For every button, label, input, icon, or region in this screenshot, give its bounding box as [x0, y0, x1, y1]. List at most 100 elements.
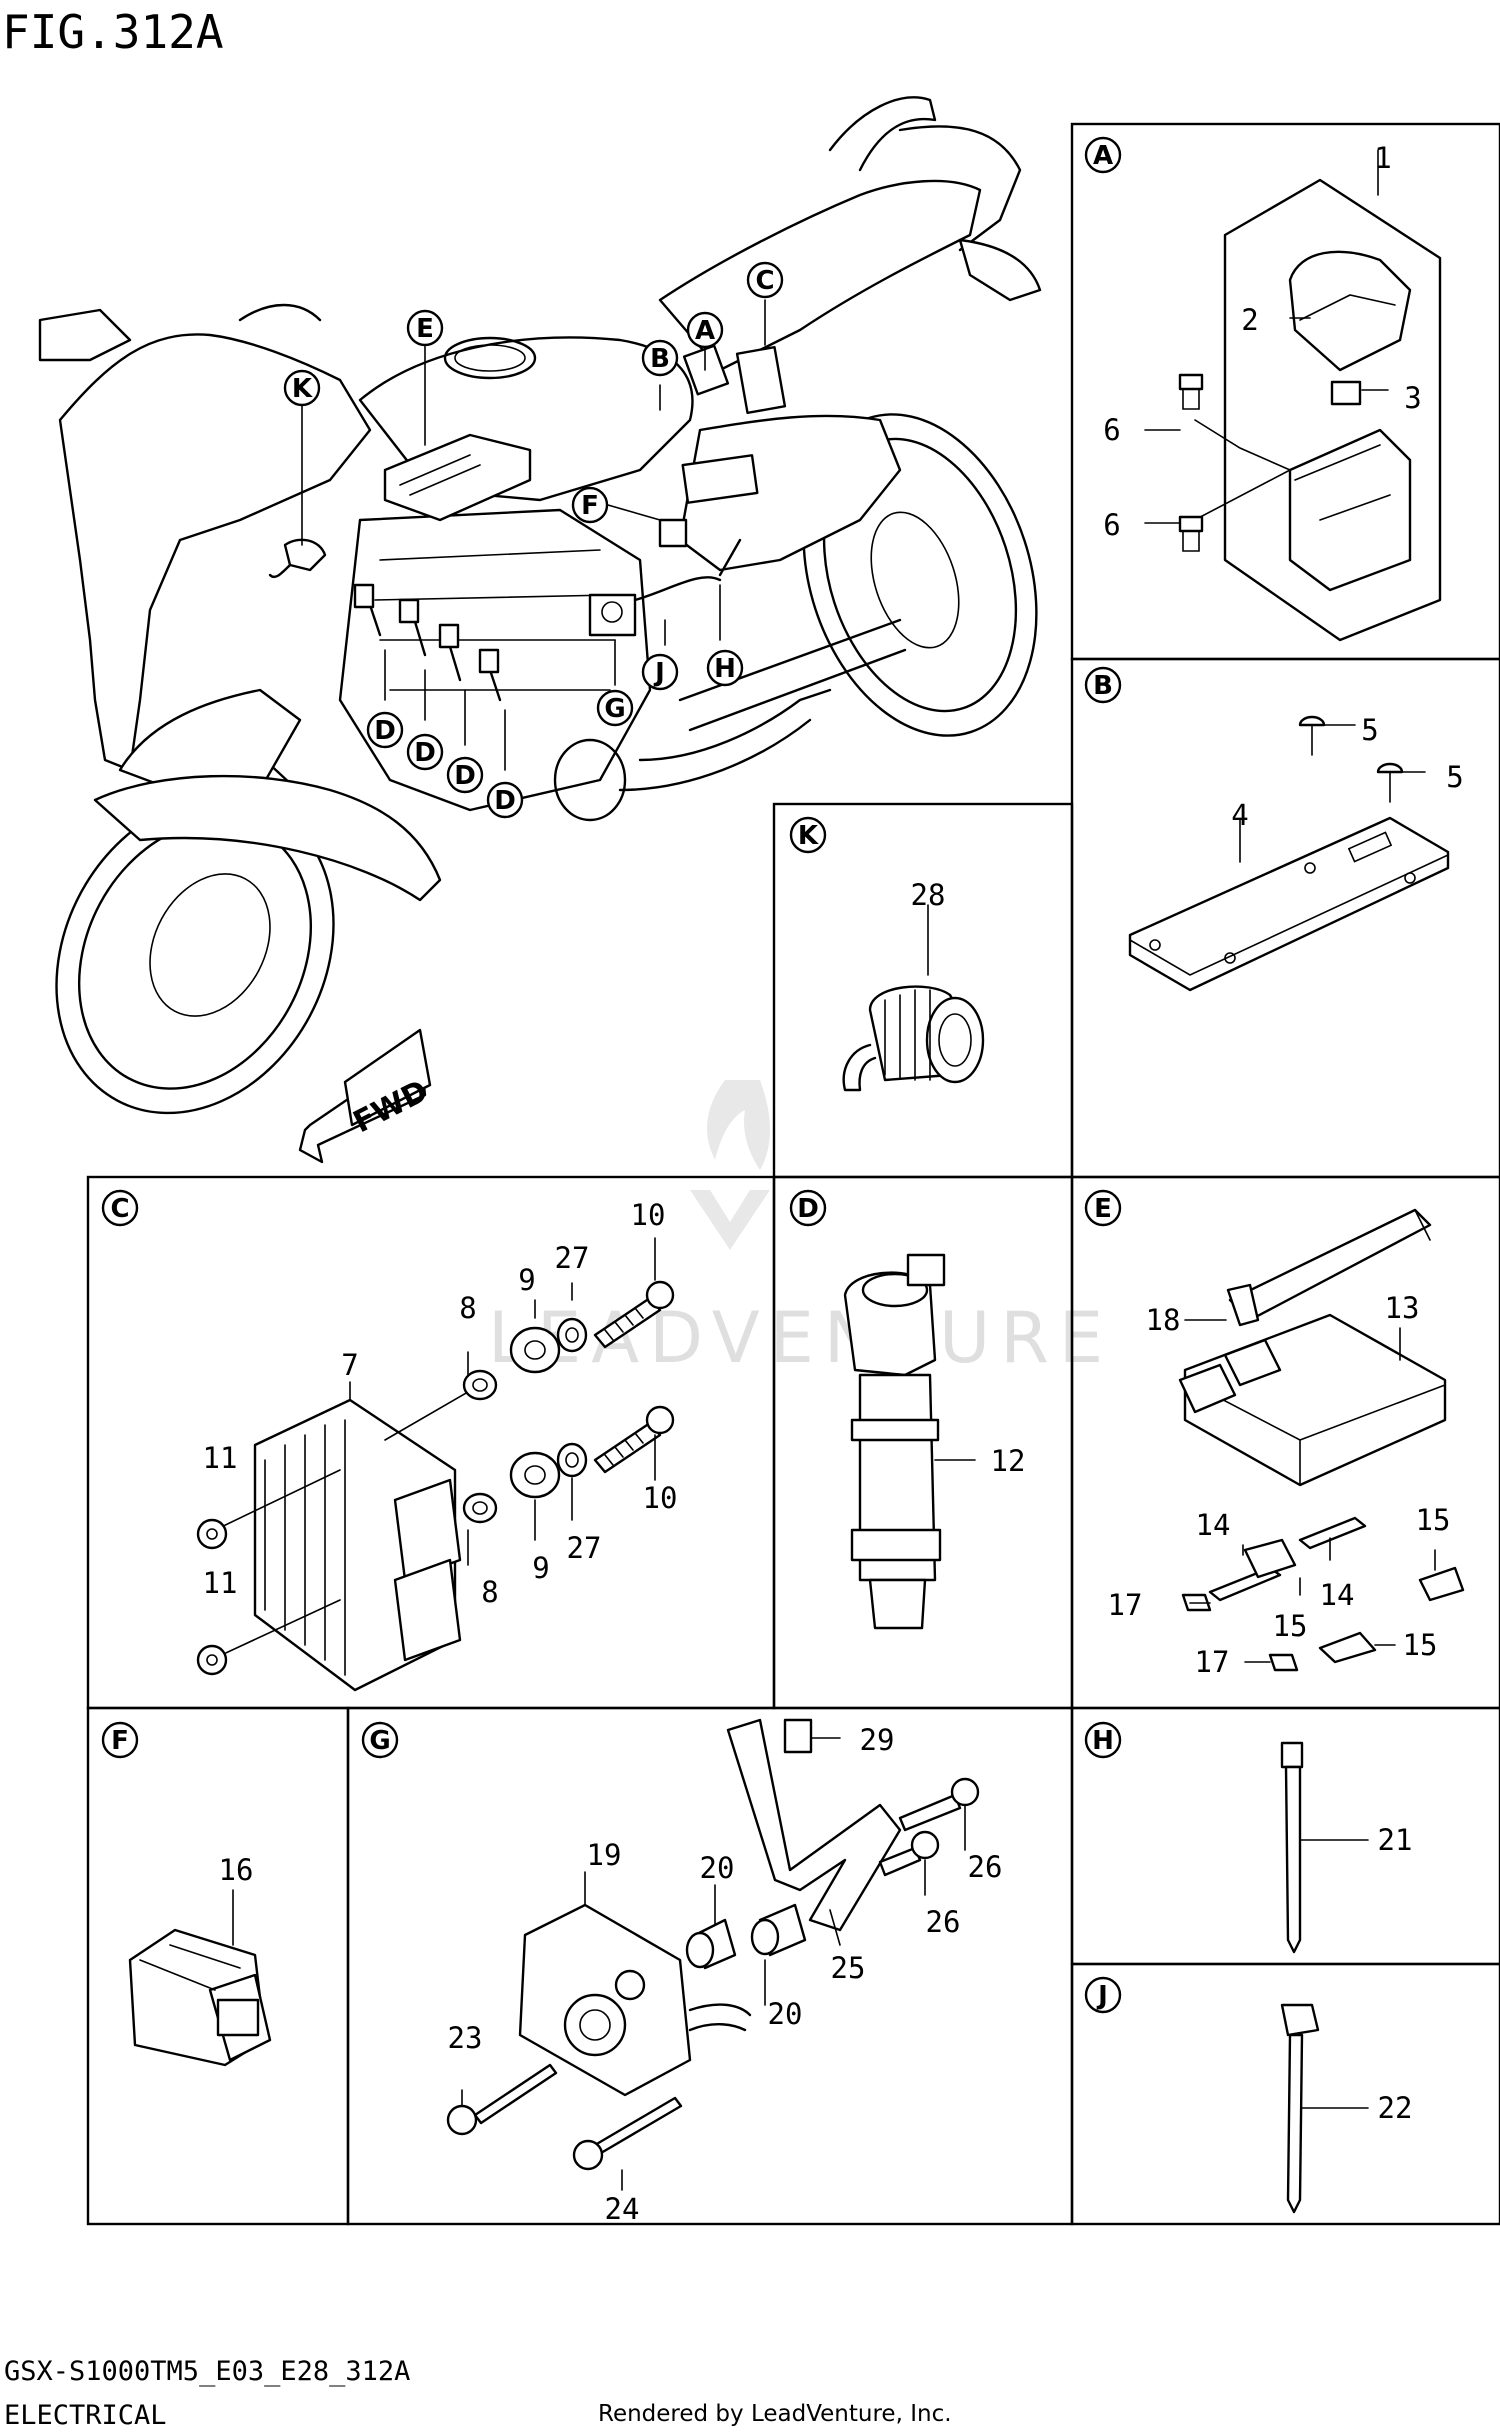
- panel-badge-8: H: [1084, 1721, 1122, 1759]
- part-number-label: 17: [1195, 1645, 1230, 1679]
- overview-callout-2: C: [746, 261, 784, 299]
- overview-callout-9: G: [596, 689, 634, 727]
- panel-badge-0: A: [1084, 136, 1122, 174]
- panel-badge-4-letter: D: [797, 1194, 819, 1224]
- panel-k-illustration: [842, 904, 985, 1092]
- part-number-label: 6: [1103, 508, 1120, 542]
- part-number-label: 28: [911, 878, 946, 912]
- part-number-label: 1: [1374, 141, 1391, 175]
- overview-callout-0: A: [686, 311, 724, 349]
- part-number-label: 19: [587, 1838, 622, 1872]
- panel-badge-1-letter: B: [1093, 671, 1113, 701]
- part-number-label: 3: [1404, 381, 1421, 415]
- part-number-label: 14: [1320, 1578, 1355, 1612]
- panel-b-illustration: [1128, 715, 1450, 992]
- part-labels: 1236645528788991010111127271213141415151…: [203, 141, 1464, 2226]
- part-number-label: 23: [448, 2021, 483, 2055]
- part-number-label: 25: [831, 1951, 866, 1985]
- part-number-label: 15: [1273, 1609, 1308, 1643]
- panel-badge-7: G: [361, 1721, 399, 1759]
- part-number-label: 5: [1361, 713, 1378, 747]
- panel-h-illustration: [1280, 1741, 1369, 1954]
- panel-g-illustration: [446, 1718, 980, 2191]
- figure-title: FIG.312A: [2, 5, 224, 59]
- part-number-label: 8: [459, 1291, 476, 1325]
- part-number-label: 6: [1103, 413, 1120, 447]
- overview-callout-5-letter: D: [454, 761, 476, 791]
- overview-callout-6-letter: D: [494, 786, 516, 816]
- part-number-label: 15: [1416, 1503, 1451, 1537]
- part-number-label: 21: [1378, 1823, 1413, 1857]
- panel-badge-5-letter: E: [1094, 1194, 1112, 1224]
- part-number-label: 2: [1241, 303, 1258, 337]
- panel-badge-9: J: [1084, 1976, 1122, 2014]
- panel-badge-9-letter: J: [1096, 1981, 1108, 2011]
- watermark-text: LEADVENTURE: [488, 1297, 1113, 1379]
- overview-callout-10-letter: H: [714, 654, 736, 684]
- part-number-label: 13: [1385, 1291, 1420, 1325]
- render-credit: Rendered by LeadVenture, Inc.: [598, 2401, 952, 2427]
- overview-callout-6: D: [486, 781, 524, 819]
- panel-d-illustration: [843, 1253, 976, 1630]
- overview-callout-5: D: [446, 756, 484, 794]
- panel-badge-0-letter: A: [1093, 141, 1113, 171]
- panel-j-illustration: [1280, 2003, 1369, 2214]
- part-number-label: 4: [1231, 798, 1248, 832]
- panel-badge-7-letter: G: [369, 1726, 390, 1756]
- part-number-label: 8: [481, 1575, 498, 1609]
- overview-callout-11-letter: J: [653, 658, 665, 688]
- overview-callout-12: K: [283, 369, 321, 407]
- part-number-label: 10: [631, 1198, 666, 1232]
- panel-badge-5: E: [1084, 1189, 1122, 1227]
- part-number-label: 15: [1403, 1628, 1438, 1662]
- overview-callout-11: J: [641, 653, 679, 691]
- panel-badge-3: C: [101, 1189, 139, 1227]
- part-number-label: 22: [1378, 2091, 1413, 2125]
- part-number-label: 20: [768, 1997, 803, 2031]
- panel-frames: [86, 122, 1500, 2226]
- overview-callout-12-letter: K: [292, 374, 313, 404]
- overview-callout-4-letter: D: [414, 738, 436, 768]
- part-number-label: 29: [860, 1723, 895, 1757]
- part-number-label: 26: [968, 1850, 1003, 1884]
- part-number-label: 11: [203, 1441, 238, 1475]
- panel-badge-3-letter: C: [110, 1194, 129, 1224]
- panel-badge-1: B: [1084, 666, 1122, 704]
- part-number-label: 11: [203, 1566, 238, 1600]
- overview-callout-2-letter: C: [755, 266, 774, 296]
- overview-callout-1-letter: B: [650, 344, 670, 374]
- panel-e-illustration: [1178, 1208, 1465, 1672]
- motorcycle-illustration: [38, 96, 1042, 1115]
- overview-callout-4: D: [406, 733, 444, 771]
- overview-callout-1: B: [641, 339, 679, 377]
- part-number-label: 26: [926, 1905, 961, 1939]
- part-number-label: 9: [532, 1551, 549, 1585]
- part-number-label: 14: [1196, 1508, 1231, 1542]
- overview-callout-10: H: [706, 649, 744, 687]
- overview-callout-3-letter: D: [374, 716, 396, 746]
- overview-callout-8-letter: F: [581, 491, 599, 521]
- overview-callout-0-letter: A: [695, 316, 715, 346]
- watermark-logo: LEADVENTURE: [488, 1080, 1113, 1379]
- part-number-label: 5: [1446, 760, 1463, 794]
- overview-callout-3: D: [366, 711, 404, 749]
- panel-c-illustration: [196, 1237, 675, 1692]
- panel-badge-6-letter: F: [111, 1726, 129, 1756]
- part-number-label: 16: [219, 1853, 254, 1887]
- part-number-label: 7: [341, 1348, 358, 1382]
- part-number-label: 18: [1146, 1303, 1181, 1337]
- part-number-label: 17: [1108, 1588, 1143, 1622]
- overview-callout-7: E: [406, 309, 444, 347]
- panel-f-illustration: [128, 1889, 272, 2067]
- part-number-label: 10: [643, 1481, 678, 1515]
- panel-badge-6: F: [101, 1721, 139, 1759]
- panel-badge-8-letter: H: [1092, 1726, 1114, 1756]
- overview-callout-9-letter: G: [604, 694, 625, 724]
- panel-a-illustration: [1144, 149, 1442, 642]
- part-number-label: 27: [567, 1531, 602, 1565]
- section-name: ELECTRICAL: [4, 2400, 167, 2431]
- part-number-label: 12: [991, 1444, 1026, 1478]
- overview-callout-7-letter: E: [416, 314, 434, 344]
